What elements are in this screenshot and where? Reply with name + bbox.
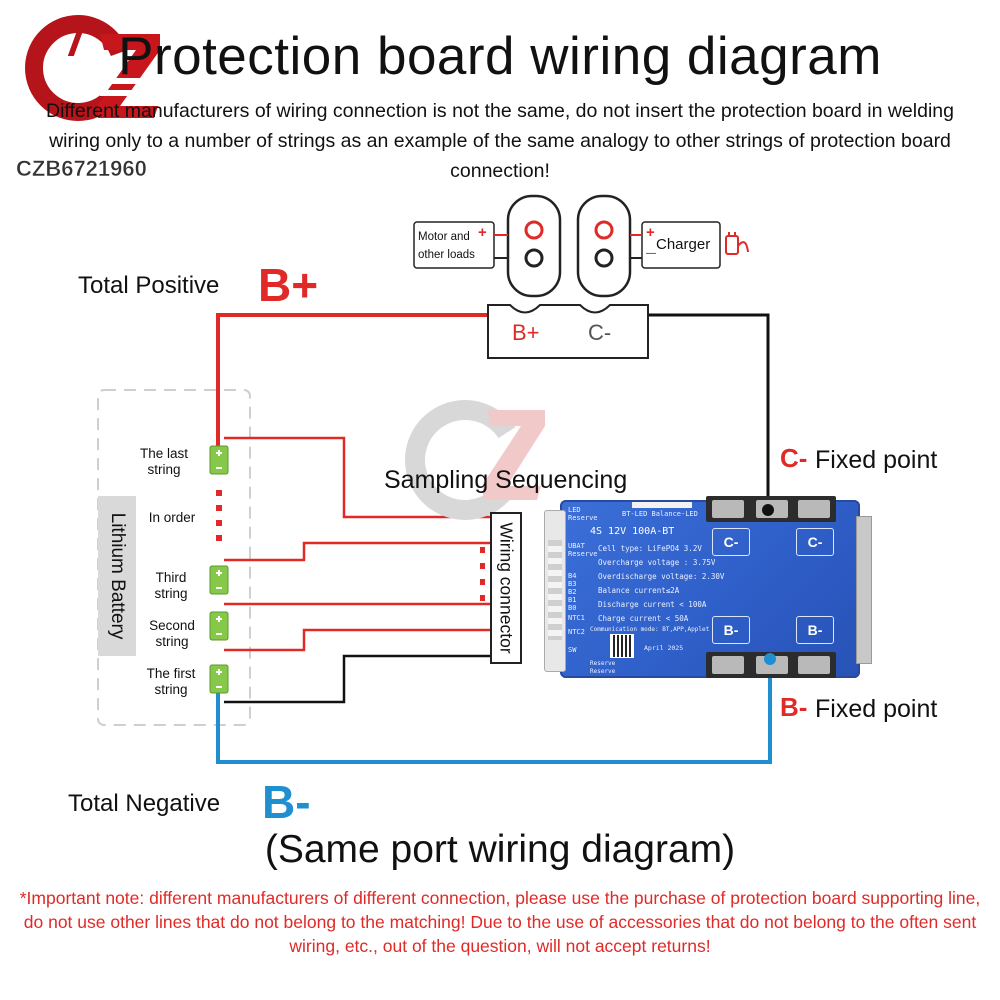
led-strip [632, 502, 692, 508]
c-minus-wire [648, 313, 770, 510]
battery-pack-outline [97, 389, 251, 726]
protection-board: LED Reserve BT-LED Balance-LED 4S 12V 10… [544, 496, 872, 678]
in-order-dots [216, 490, 222, 541]
spec-charge: Charge current < 50A [598, 614, 689, 623]
watermark-logo [405, 400, 545, 520]
battery-cells [209, 445, 229, 694]
charger-port [576, 194, 632, 298]
total-positive-label: Total Positive [78, 272, 220, 299]
charger-box [641, 221, 721, 269]
pin-reserve-2: Reserve [568, 550, 598, 558]
c-terminal-bolt-1 [712, 500, 744, 518]
board-heatsink [856, 516, 872, 664]
connector-dots [480, 547, 485, 601]
bottom-reserve-1: Reserve [590, 660, 616, 667]
wiring-connector-text: Wiring connector [496, 522, 517, 654]
total-negative-label: Total Negative [68, 790, 221, 817]
charger-minus-sign: — [646, 248, 656, 259]
motor-load-label: Motor and [418, 231, 470, 243]
pin-ubat: UBAT [568, 542, 585, 550]
port-b-minus-1: B- [712, 616, 750, 644]
terminal-c-minus-label: C- [588, 320, 612, 345]
pin-ntc1: NTC1 [568, 614, 585, 622]
port-c-minus-2: C- [796, 528, 834, 556]
wiring-connector: Wiring connector [490, 512, 522, 664]
sampling-wire-b3a [224, 541, 492, 562]
b-minus-contact [764, 653, 776, 665]
load-port [506, 194, 562, 298]
charger-plug-icon [725, 232, 749, 255]
sampling-wire-b1 [224, 628, 492, 652]
board-date: April 2025 [644, 644, 684, 652]
b-terminal-bolt-2 [756, 656, 788, 674]
c-fixed-point-label: Fixed point [815, 446, 938, 474]
b-fixed-point-label: Fixed point [815, 695, 938, 723]
charger-plus-sign: + [646, 224, 655, 241]
port-c-minus-1: C- [712, 528, 750, 556]
b-terminal-bolt-1 [712, 656, 744, 674]
positive-wire [216, 313, 488, 455]
b-terminal-bolt-3 [798, 656, 830, 674]
pin-sw: SW [568, 646, 577, 654]
pin-ntc2: NTC2 [568, 628, 585, 636]
pin-led: LED [568, 506, 581, 514]
spec-overdischarge: Overdischarge voltage: 2.30V [598, 572, 725, 581]
spec-cell-type: Cell type: LiFePO4 3.2V [598, 544, 702, 553]
cell-first-label: The first string [146, 666, 196, 697]
terminal-b-plus-label: B+ [512, 320, 540, 345]
page-title: Protection board wiring diagram [118, 27, 882, 86]
intro-text: Different manufacturers of wiring connec… [46, 100, 954, 182]
c-fixed-symbol: C- [780, 443, 808, 473]
b-minus-symbol: B- [262, 776, 311, 828]
in-order-label: In order [148, 510, 196, 525]
sampling-wire-b0 [224, 654, 492, 704]
pin-reserve-1: Reserve [568, 514, 598, 522]
spec-balance: Balance current≤2A [598, 586, 680, 595]
cell-third-label: Third string [154, 570, 188, 601]
pin-b1: B1 [568, 596, 577, 604]
terminal-block [487, 304, 649, 359]
c-terminal-bolt-3 [798, 500, 830, 518]
connector-pins [548, 540, 562, 640]
spec-communication: Communication mode: BT,APP,Applet [590, 626, 710, 633]
logo-text: CZB6721960 [16, 156, 147, 181]
brand-logo: CZB6721960 [16, 15, 160, 181]
important-note: *Important note: different manufacturers… [19, 888, 981, 956]
spec-overcharge: Overcharge voltage : 3.75V [598, 558, 716, 567]
qr-code [610, 634, 634, 658]
negative-wire [216, 660, 772, 764]
bottom-reserve-2: Reserve [590, 668, 616, 675]
lithium-battery-label: Lithium Battery [98, 496, 136, 656]
motor-load-box [413, 221, 495, 269]
port-b-minus-2: B- [796, 616, 834, 644]
motor-plus-sign: + [478, 224, 487, 241]
cell-second-label: Second string [149, 618, 195, 649]
b-fixed-symbol: B- [780, 692, 808, 722]
c-minus-contact [762, 504, 774, 516]
board-model: 4S 12V 100A-BT [590, 526, 675, 537]
board-top-label: BT-LED Balance-LED [622, 510, 698, 518]
other-loads-label: other loads [418, 249, 475, 261]
pin-b4: B4 [568, 572, 577, 580]
sampling-wire-b4 [224, 436, 492, 519]
spec-discharge: Discharge current < 100A [598, 600, 707, 609]
lithium-battery-text: Lithium Battery [107, 512, 128, 640]
charger-label: Charger [656, 236, 711, 253]
b-plus-symbol: B+ [258, 259, 319, 311]
cell-last-label: The last string [139, 446, 189, 477]
pin-b3: B3 [568, 580, 577, 588]
sampling-sequencing-label: Sampling Sequencing [384, 466, 628, 494]
same-port-caption: (Same port wiring diagram) [264, 828, 736, 871]
pin-b2: B2 [568, 588, 577, 596]
pin-b0: B0 [568, 604, 577, 612]
